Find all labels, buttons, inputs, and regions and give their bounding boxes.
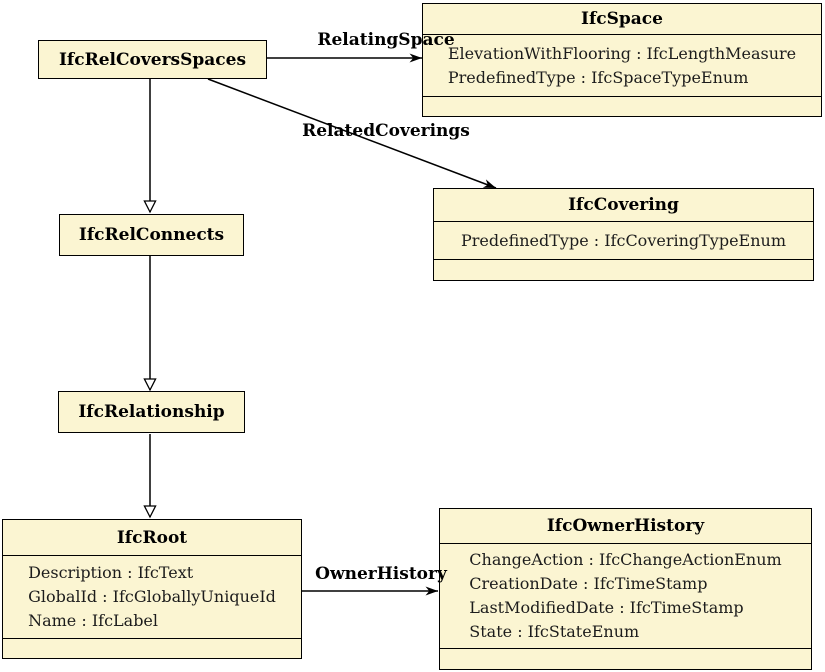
class-title-ifcspace: IfcSpace [581,9,663,29]
class-attributes-ifcownerhistory: ChangeAction : IfcChangeActionEnum Creat… [440,543,811,648]
class-title-ifcrelationship: IfcRelationship [78,402,225,422]
class-operations-ifcroot [3,638,301,658]
attribute-row: CreationDate : IfcTimeStamp [469,574,708,593]
class-title-ifccovering: IfcCovering [568,195,679,215]
class-title-ifcownerhistory: IfcOwnerHistory [546,516,705,536]
class-title-ifcrelcoversspaces: IfcRelCoversSpaces [58,49,247,70]
attribute-row: LastModifiedDate : IfcTimeStamp [469,598,744,617]
attribute-row: Name : IfcLabel [28,611,159,630]
class-attributes-ifcroot: Description : IfcText GlobalId : IfcGlob… [3,555,301,638]
class-box-ifcroot: IfcRoot Description : IfcText GlobalId :… [2,519,302,659]
class-title-ifcrelconnects: IfcRelConnects [78,225,225,245]
class-attributes-ifcspace: ElevationWithFlooring : IfcLengthMeasure… [423,34,821,96]
attribute-row: PredefinedType : IfcSpaceTypeEnum [447,67,749,87]
class-title-ifcroot: IfcRoot [116,527,188,548]
class-box-ifcrelconnects: IfcRelConnects [59,214,244,256]
class-box-ifcspace: IfcSpace ElevationWithFlooring : IfcLeng… [422,3,822,117]
attribute-row: GlobalId : IfcGloballyUniqueId [28,587,276,606]
class-operations-ifccovering [434,259,813,280]
class-box-ifcownerhistory: IfcOwnerHistory ChangeAction : IfcChange… [439,508,812,670]
class-operations-ifcownerhistory [440,648,811,669]
class-box-ifccovering: IfcCovering PredefinedType : IfcCovering… [433,188,814,281]
edge-label-owner-history: OwnerHistory [315,564,447,584]
attribute-row: Description : IfcText [28,563,194,582]
class-box-ifcrelationship: IfcRelationship [58,391,245,433]
class-box-ifcrelcoversspaces: IfcRelCoversSpaces [38,40,267,79]
class-attributes-ifccovering: PredefinedType : IfcCoveringTypeEnum [434,221,813,259]
attribute-row: ChangeAction : IfcChangeActionEnum [469,550,782,569]
attribute-row: State : IfcStateEnum [469,622,640,641]
class-operations-ifcspace [423,96,821,116]
edge-label-relating-space: RelatingSpace [317,30,455,50]
attribute-row: ElevationWithFlooring : IfcLengthMeasure [447,43,797,63]
edge-label-related-coverings: RelatedCoverings [302,121,470,141]
attribute-row: PredefinedType : IfcCoveringTypeEnum [460,230,787,250]
